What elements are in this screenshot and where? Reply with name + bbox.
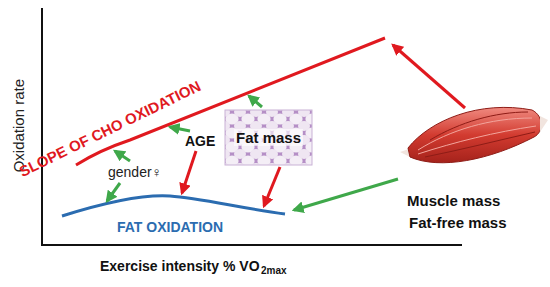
factor-label: Fat mass (234, 129, 303, 146)
axis-title: Exercise intensity % VO (100, 258, 260, 274)
factor-label: Muscle mass (407, 192, 500, 209)
axis-subscript: 2max (261, 265, 287, 277)
factor-label: gender♀ (108, 164, 162, 180)
influence-arrow (107, 183, 120, 201)
adipose-tissue-image (225, 110, 312, 165)
x-axis (41, 244, 462, 246)
influence-arrow (393, 45, 465, 108)
axis-title: Oxidation rate (10, 79, 27, 172)
influence-arrow (115, 151, 130, 161)
factor-label: Fat-free mass (409, 214, 507, 231)
influence-arrow (182, 151, 196, 193)
influence-arrow (264, 167, 280, 206)
influence-arrow (170, 127, 190, 131)
influence-arrow (249, 96, 262, 107)
muscle-illustration (400, 107, 548, 162)
curve-label: FAT OXIDATION (117, 219, 223, 235)
y-axis (41, 8, 43, 246)
cho-oxidation-line (76, 38, 385, 165)
factor-label: AGE (185, 133, 215, 149)
influence-arrow (294, 179, 398, 210)
fat-oxidation-curve (62, 196, 285, 216)
